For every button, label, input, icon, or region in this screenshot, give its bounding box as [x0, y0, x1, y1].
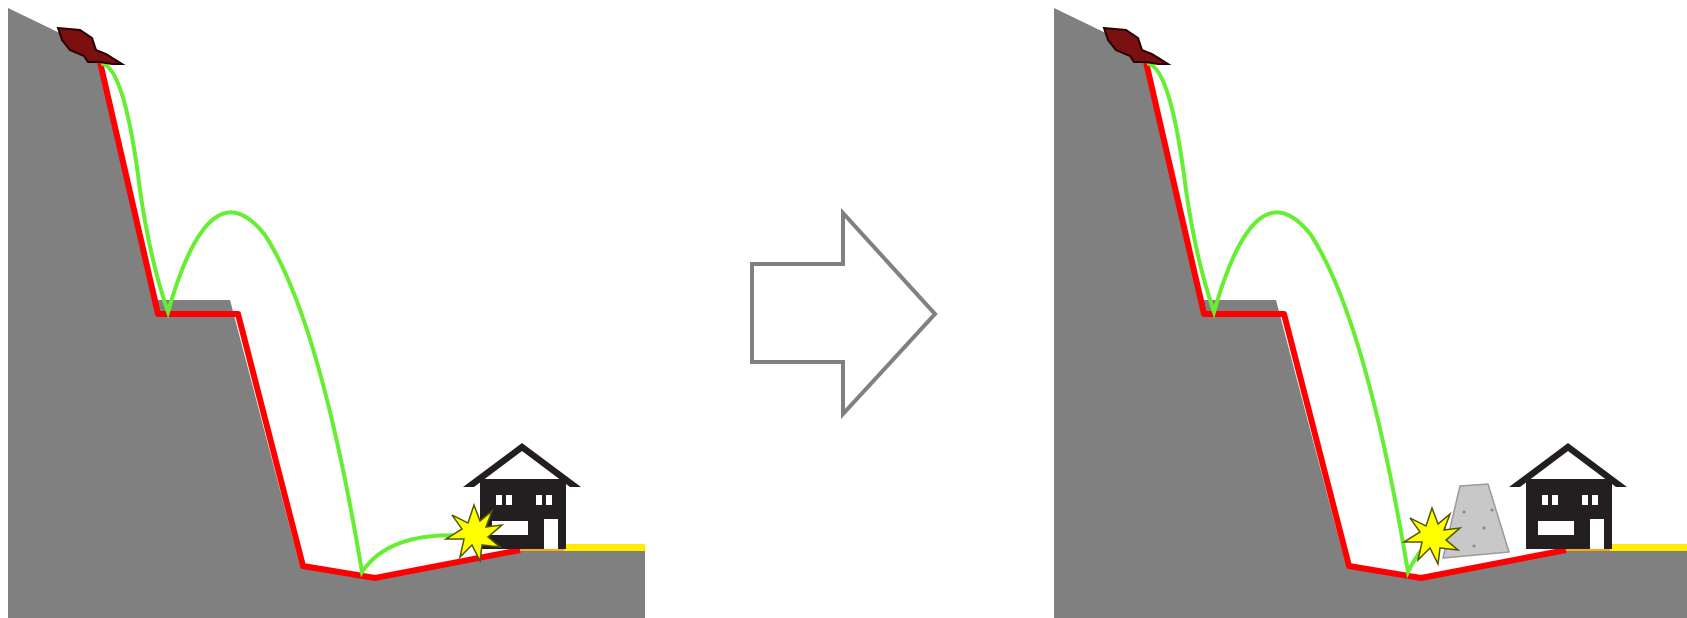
right-arrow-icon — [752, 213, 935, 414]
panel-with-protection — [1054, 8, 1687, 618]
panel-without-protection — [8, 8, 645, 618]
house-icon — [1509, 443, 1627, 549]
